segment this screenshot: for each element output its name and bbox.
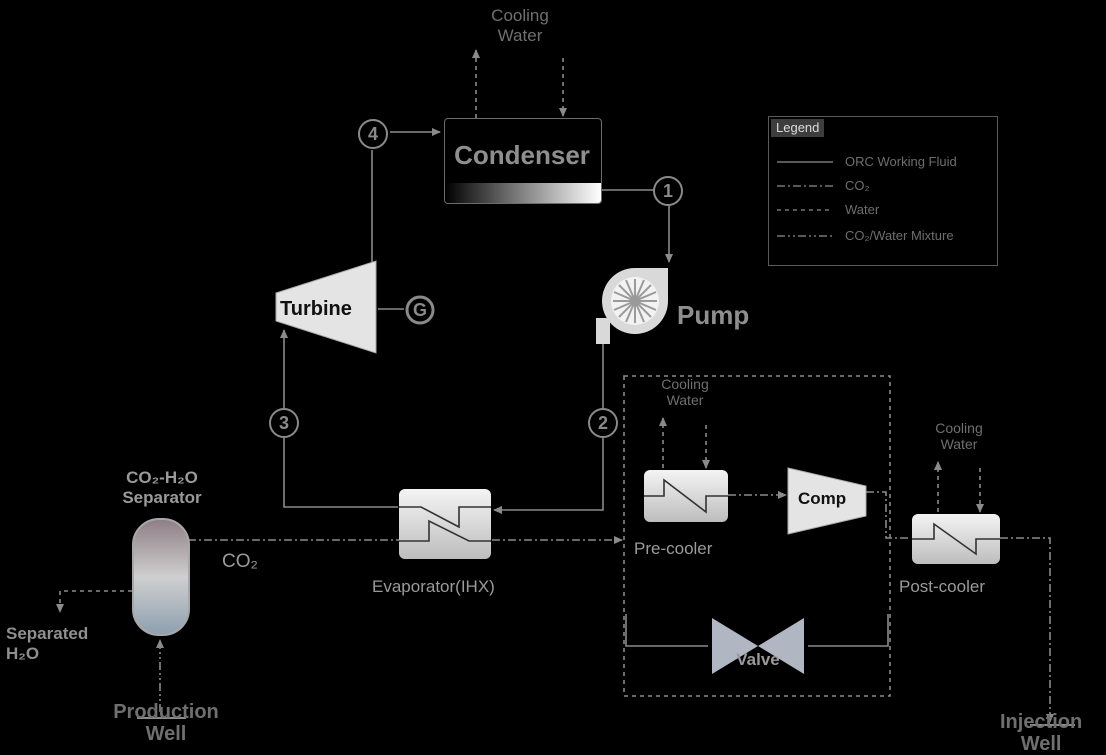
turbine-shape <box>275 260 377 354</box>
co2-label: CO₂ <box>222 551 258 572</box>
compressor-shape <box>787 467 867 535</box>
valve-label: Valve <box>736 650 780 669</box>
turbine-label: Turbine <box>280 298 352 320</box>
legend-item-orc: ORC Working Fluid <box>769 153 997 171</box>
legend-item-water: Water <box>769 201 997 219</box>
cooling-water-top-label: Cooling Water <box>491 6 549 45</box>
pre-cooler-unit <box>644 470 728 522</box>
cooling-water-pre-label: Cooling Water <box>661 376 709 408</box>
state-1-circle <box>653 176 683 206</box>
state-4-label: 4 <box>367 124 378 144</box>
compression-boundary <box>623 375 891 697</box>
injection-well-label: Injection Well <box>1000 711 1083 755</box>
separated-h2o-label: Separated H₂O <box>6 624 89 663</box>
post-cooler-zigzag <box>912 522 1000 556</box>
state-2-label: 2 <box>597 413 608 433</box>
valve-icon <box>712 618 804 674</box>
co2-line-postcooler-to-well <box>1000 537 1054 723</box>
state-2-circle <box>588 408 618 438</box>
state-4-circle <box>358 119 388 149</box>
legend: Legend ORC Working Fluid CO₂ Water CO₂/W… <box>768 116 998 266</box>
post-cooler-label: Post-cooler <box>899 577 985 596</box>
condenser-gradient-bar <box>445 183 601 203</box>
comp-label: Comp <box>798 489 847 508</box>
orc-line-2-to-evaporator <box>493 438 604 514</box>
co2-line-comp-to-postcooler <box>866 491 910 539</box>
production-well-label: Production Well <box>113 701 219 745</box>
condenser-label: Condenser <box>454 140 590 170</box>
orc-line-evaporator-to-3 <box>283 438 398 508</box>
state-1-label: 1 <box>662 181 673 201</box>
evaporator-label: Evaporator(IHX) <box>372 577 495 596</box>
legend-item-mixture: CO₂/Water Mixture <box>769 227 997 245</box>
pre-cooler-label: Pre-cooler <box>634 539 713 558</box>
legend-item-co2: CO₂ <box>769 177 997 195</box>
pre-cooler-zigzag <box>644 478 728 514</box>
legend-title: Legend <box>771 119 825 137</box>
generator-label: G <box>412 300 427 320</box>
evaporator-zigzag <box>399 506 491 542</box>
condenser-unit <box>444 118 602 204</box>
separator-label: CO₂-H₂O Separator <box>122 468 202 507</box>
legend-label: CO₂/Water Mixture <box>845 228 954 243</box>
state-3-circle <box>269 408 299 438</box>
evaporator-unit <box>399 489 491 559</box>
separated-h2o-line <box>56 590 132 613</box>
pump-icon <box>596 268 668 344</box>
legend-label: CO₂ <box>845 178 870 193</box>
pump-label: Pump <box>677 300 750 330</box>
generator-icon <box>405 295 435 325</box>
state-3-label: 3 <box>278 413 289 433</box>
legend-label: ORC Working Fluid <box>845 154 957 169</box>
legend-label: Water <box>845 202 880 217</box>
cooling-water-post-label: Cooling Water <box>935 420 983 452</box>
post-cooler-unit <box>912 514 1000 564</box>
separator-vessel <box>132 518 190 636</box>
valve-loop-line <box>625 614 889 647</box>
